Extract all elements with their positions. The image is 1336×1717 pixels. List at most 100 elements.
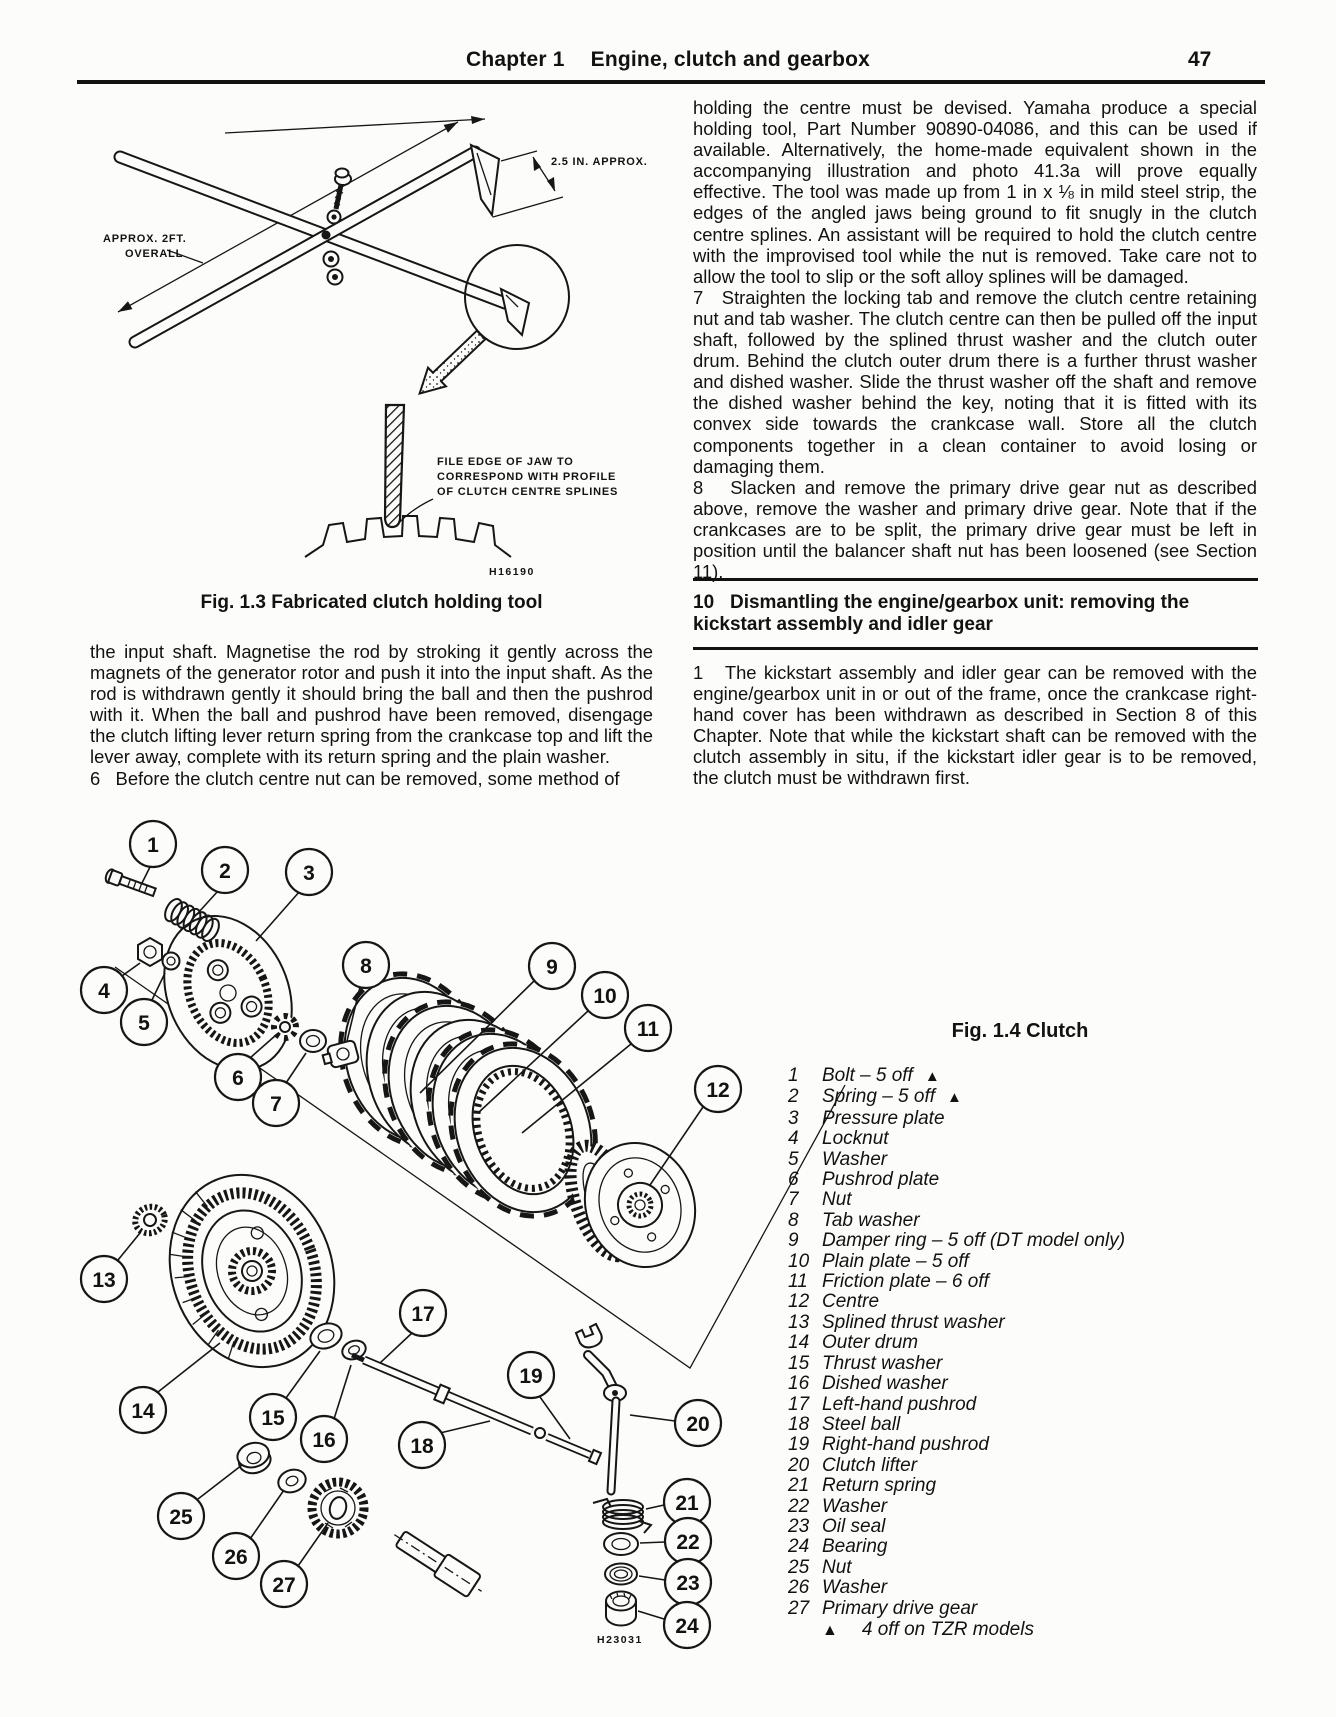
triangle-mark: ▲	[924, 1068, 940, 1085]
triangle-mark: ▲	[947, 1089, 962, 1107]
angled-jaw	[469, 143, 501, 218]
file-note-line3: OF CLUTCH CENTRE SPLINES	[437, 486, 618, 498]
clutch-lifter	[574, 1322, 627, 1496]
fig14-code: H23031	[597, 1634, 643, 1646]
svg-text:6: 6	[232, 1067, 244, 1090]
fig13-code: H16190	[489, 566, 535, 578]
callout-17: 17	[398, 1288, 448, 1338]
tool-strips	[113, 143, 512, 349]
svg-text:22: 22	[676, 1531, 699, 1554]
dimension-overall	[117, 116, 486, 313]
idler-shaft	[394, 1531, 482, 1598]
callout-7: 7	[251, 1078, 301, 1128]
bearing	[605, 1590, 637, 1627]
clutch-centre	[564, 1139, 697, 1269]
callout-19: 19	[506, 1350, 556, 1400]
callout-24: 24	[662, 1600, 712, 1650]
spline-profile	[304, 515, 512, 558]
return-spring	[592, 1497, 653, 1534]
primary-drive-gear	[307, 1477, 369, 1539]
spring	[164, 898, 220, 942]
svg-text:8: 8	[360, 955, 372, 978]
callout-20: 20	[673, 1398, 723, 1448]
callout-4: 4	[79, 965, 129, 1015]
paragraph-1: 1 The kickstart assembly and idler gear …	[693, 662, 1257, 789]
parts-footnote: ▲4 off on TZR models	[822, 1618, 1034, 1640]
svg-text:13: 13	[92, 1269, 115, 1292]
svg-text:12: 12	[706, 1079, 729, 1102]
svg-text:20: 20	[686, 1413, 709, 1436]
svg-text:4: 4	[98, 980, 110, 1003]
callout-3: 3	[284, 847, 334, 897]
svg-text:26: 26	[224, 1546, 247, 1569]
section-10-heading: 10 Dismantling the engine/gearbox unit: …	[693, 578, 1258, 650]
file-note-line2: CORRESPOND WITH PROFILE	[437, 471, 616, 483]
oil-seal	[604, 1562, 638, 1586]
locknut	[137, 936, 163, 968]
right-column: holding the centre must be devised. Yama…	[693, 97, 1257, 582]
bolt	[104, 868, 158, 898]
callout-5: 5	[119, 997, 169, 1047]
paragraph-6: 6 Before the clutch centre nut can be re…	[90, 767, 620, 789]
fig13-caption: Fig. 1.3 Fabricated clutch holding tool	[200, 592, 543, 613]
callout-26: 26	[211, 1531, 261, 1581]
fig-1-3-illustration: APPROX. 2FT. OVERALL	[103, 116, 648, 578]
callout-23: 23	[663, 1557, 713, 1607]
pushrod-plate	[271, 1013, 299, 1041]
pressure-plate	[163, 914, 293, 1072]
jaw-width-label: 2.5 IN. APPROX.	[551, 156, 648, 168]
callout-leaders	[117, 866, 704, 1620]
svg-text:14: 14	[131, 1400, 155, 1423]
svg-text:1: 1	[147, 834, 159, 857]
fig-1-4-illustration: H23031	[79, 819, 846, 1650]
nut-25	[236, 1441, 272, 1475]
page-number: 47	[1188, 48, 1212, 71]
callout-1: 1	[128, 819, 178, 869]
callout-11: 11	[623, 1003, 673, 1053]
paragraph-6-continued: holding the centre must be devised. Yama…	[693, 97, 1257, 287]
steel-ball	[534, 1427, 546, 1439]
jaw-strip	[383, 403, 406, 529]
callout-16: 16	[299, 1414, 349, 1464]
fig14-caption: Fig. 1.4 Clutch	[951, 1020, 1089, 1042]
nut-7	[299, 1029, 327, 1053]
paragraph-7: 7 Straighten the locking tab and remove …	[693, 286, 1257, 477]
callout-12: 12	[693, 1064, 743, 1114]
callout-27: 27	[259, 1559, 309, 1609]
callout-14: 14	[118, 1385, 168, 1435]
svg-text:7: 7	[270, 1093, 282, 1116]
washer-26	[277, 1468, 307, 1494]
paragraph-5-continued: the input shaft. Magnetise the rod by st…	[90, 641, 653, 768]
svg-text:2: 2	[219, 860, 231, 883]
washer-5	[161, 951, 181, 971]
triangle-mark: ▲	[822, 1621, 838, 1639]
paragraph-8: 8 Slacken and remove the primary drive g…	[693, 476, 1257, 583]
svg-text:10: 10	[593, 985, 616, 1008]
callout-18: 18	[397, 1420, 447, 1470]
svg-text:24: 24	[675, 1615, 699, 1638]
section-10-body: 1 The kickstart assembly and idler gear …	[693, 662, 1257, 789]
left-column: the input shaft. Magnetise the rod by st…	[90, 641, 653, 789]
thrust-washer	[309, 1322, 343, 1350]
svg-text:15: 15	[261, 1407, 285, 1430]
svg-text:25: 25	[169, 1506, 193, 1529]
callout-6: 6	[213, 1052, 263, 1102]
chapter-title: Engine, clutch and gearbox	[590, 48, 871, 71]
svg-text:9: 9	[546, 956, 558, 979]
